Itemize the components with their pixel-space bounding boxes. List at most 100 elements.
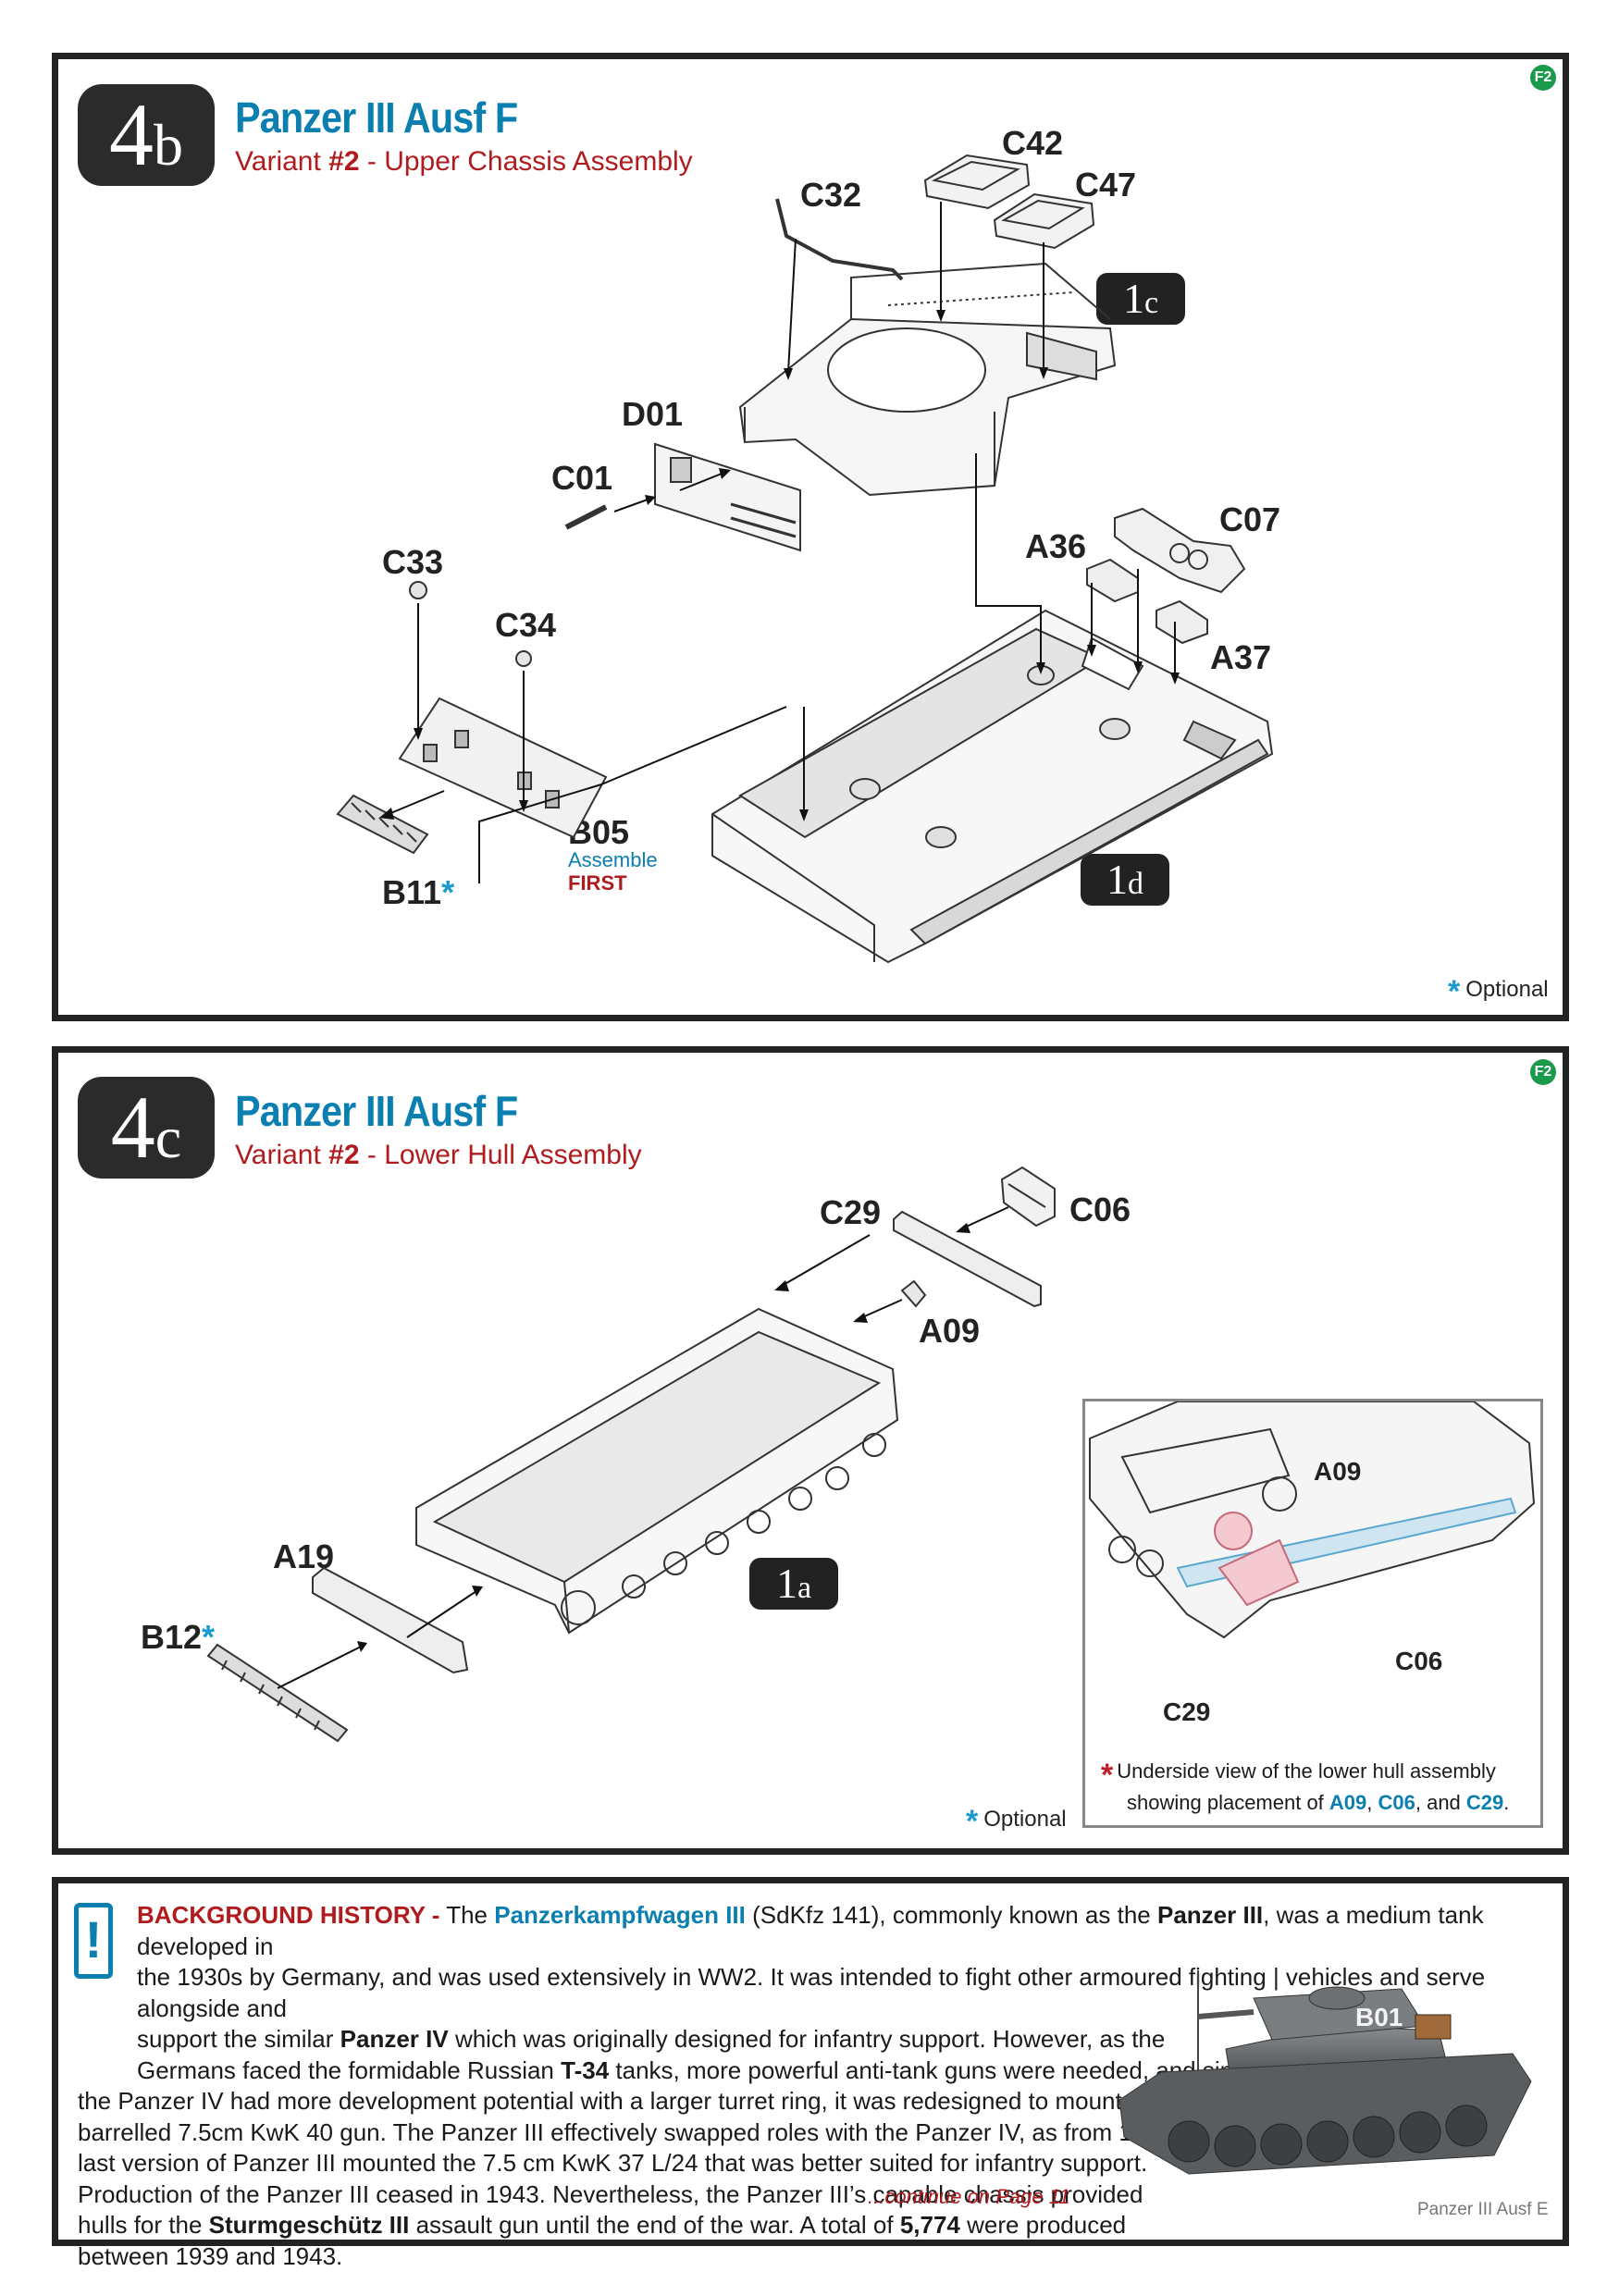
step-letter: b	[154, 112, 183, 178]
inset-note-line1: Underside view of the lower hull assembl…	[1117, 1759, 1496, 1783]
first-text: FIRST	[568, 871, 627, 895]
d01-part	[654, 442, 801, 552]
part-label-c42: C42	[1002, 124, 1064, 162]
part-label-a37: A37	[1210, 638, 1272, 676]
history-line-4: Germans faced the formidable Russian T-3…	[78, 2055, 1539, 2087]
upper-chassis-diagram	[336, 154, 1274, 964]
history-segment: the 1930s by Germany, and was used exten…	[137, 1963, 1486, 2022]
part-label-c06: C06	[1069, 1191, 1131, 1228]
a09-part	[900, 1279, 927, 1308]
history-segment: barrelled 7.5cm KwK 40 gun. The Panzer I…	[78, 2117, 1213, 2146]
upper-hull-part	[738, 262, 1117, 497]
lower-hull-part	[415, 1307, 899, 1635]
history-segment: Sturmgeschütz III	[208, 2211, 410, 2239]
part-label-c33: C33	[382, 543, 444, 581]
lower-hull-tub	[711, 609, 1274, 964]
optional-text: Optional	[983, 1807, 1067, 1832]
history-segment: Panzer IV	[340, 2025, 449, 2053]
b12-part	[206, 1643, 349, 1743]
step-letter: c	[154, 1105, 182, 1170]
history-segment: Production of the Panzer III ceased in 1…	[78, 2179, 1143, 2208]
inset-note-c06: C06	[1378, 1791, 1415, 1814]
hl-3: Germans faced the formidable Russian T-3…	[137, 2056, 1259, 2084]
variant-description: - Upper Chassis Assembly	[359, 146, 693, 177]
step-4c-subtitle: Variant #2 - Lower Hull Assembly	[235, 1140, 642, 1171]
c07-part	[1114, 507, 1246, 594]
part-label-c34: C34	[495, 606, 557, 644]
section-num: 1	[775, 1560, 797, 1607]
history-segment: Germans faced the formidable Russian	[137, 2055, 562, 2084]
section-letter: d	[1128, 867, 1143, 901]
sheet-code-badge: F2	[1530, 1059, 1556, 1085]
history-line-6: barrelled 7.5cm KwK 40 gun. The Panzer I…	[78, 2117, 1539, 2149]
section-num: 1	[1106, 856, 1128, 903]
tank-photo: B01	[1118, 1970, 1532, 2175]
optional-star: *	[441, 873, 455, 911]
history-line-8: Production of the Panzer III ceased in 1…	[78, 2179, 1539, 2211]
part-label-b11: B11*	[382, 873, 454, 912]
part-label-b12: B12*	[141, 1618, 215, 1657]
part-label-c07: C07	[1219, 500, 1281, 538]
optional-legend: *Optional	[966, 1804, 1067, 1840]
c47-part	[993, 192, 1095, 250]
optional-text: Optional	[1465, 977, 1549, 1002]
c33-part	[409, 581, 427, 599]
hl-0: The Panzerkampfwagen III (SdKfz 141), co…	[137, 1901, 1484, 1960]
b11-part	[336, 794, 429, 855]
step-4c-title: Panzer III Ausf F	[235, 1087, 518, 1135]
a37-part	[1156, 599, 1208, 645]
inset-note-sep: , and	[1415, 1791, 1466, 1814]
step-4b-subtitle: Variant #2 - Upper Chassis Assembly	[235, 146, 693, 178]
history-segment: between 1939 and 1943.	[78, 2241, 343, 2270]
history-segment: , was a medium tank developed in	[137, 1901, 1484, 1960]
hl-8: hulls for the Sturmgeschütz III assault …	[78, 2211, 1126, 2239]
history-segment: the Panzer IV had more development poten…	[78, 2087, 1223, 2115]
step-4b-title: Panzer III Ausf F	[235, 93, 518, 142]
part-label-c32: C32	[800, 176, 862, 214]
lower-hull-diagram	[206, 1166, 1056, 1743]
part-label-d01: D01	[622, 395, 684, 433]
variant-label: Variant	[235, 146, 329, 177]
hl-2: support the similar Panzer IV which was …	[137, 2025, 1165, 2053]
history-line-3: support the similar Panzer IV which was …	[78, 2024, 1539, 2055]
inset-note-c29: C29	[1465, 1791, 1504, 1814]
history-segment: Panzer III	[1156, 1901, 1264, 1929]
history-segment: (SdKfz 141), commonly known as the	[745, 1901, 1157, 1929]
history-line-2: the 1930s by Germany, and was used exten…	[78, 1962, 1539, 2024]
assemble-text: Assemble	[568, 848, 658, 871]
a36-part	[1086, 558, 1139, 603]
b11-text: B11	[382, 873, 442, 911]
history-segment: last version of Panzer III mounted the 7…	[78, 2149, 1148, 2177]
part-label-c01: C01	[551, 459, 613, 497]
step-number: 4	[109, 85, 154, 184]
history-heading: BACKGROUND HISTORY -	[137, 1901, 440, 1929]
history-line-9: hulls for the Sturmgeschütz III assault …	[78, 2210, 1539, 2241]
hl-7: Production of the Panzer III ceased in 1…	[78, 2180, 1143, 2208]
section-num: 1	[1122, 275, 1144, 322]
history-segment: Panzerkampfwagen III	[494, 1901, 746, 1929]
inset-note-a09: A09	[1329, 1791, 1367, 1814]
continue-link[interactable]: ...continue on Page 11	[868, 2185, 1070, 2208]
history-segment: were produced	[959, 2211, 1127, 2239]
c42-part	[923, 154, 1031, 210]
history-line-10: between 1939 and 1943.	[78, 2241, 1539, 2273]
optional-star-icon: *	[966, 1804, 979, 1839]
variant-label: Variant	[235, 1140, 329, 1170]
inset-note-sep: ,	[1366, 1791, 1378, 1814]
history-line-1: BACKGROUND HISTORY - The Panzerkampfwage…	[78, 1900, 1539, 1962]
history-segment: hulls for the	[78, 2211, 209, 2239]
hl-1: the 1930s by Germany, and was used exten…	[137, 1963, 1485, 2022]
inset-note-star: *	[1101, 1758, 1114, 1793]
variant-number: #2	[328, 146, 360, 177]
inset-note: *Underside view of the lower hull assemb…	[1101, 1758, 1509, 1816]
variant-description: - Lower Hull Assembly	[359, 1140, 642, 1170]
a19-part	[312, 1566, 469, 1674]
photo-caption: Panzer III Ausf E	[1417, 2200, 1549, 2219]
optional-star: *	[202, 1618, 216, 1656]
info-icon: !	[74, 1903, 113, 1979]
